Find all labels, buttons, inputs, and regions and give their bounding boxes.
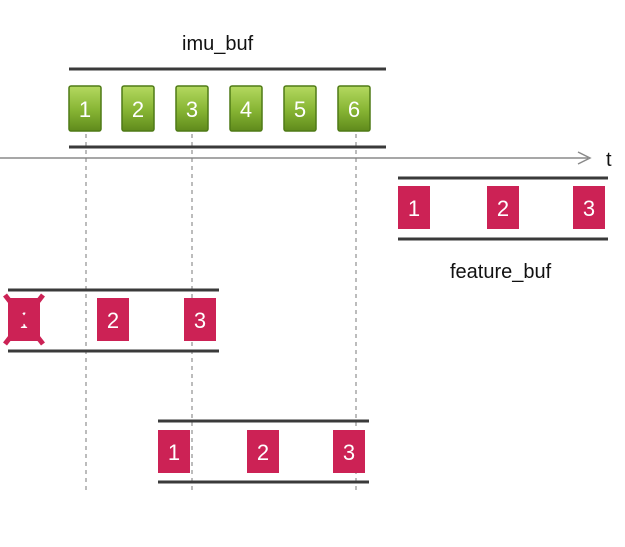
imu-box-3: 3: [175, 85, 209, 132]
feature-buffer-label: feature_buf: [450, 261, 552, 283]
imu-box-label: 3: [186, 97, 198, 122]
window-a-box-2: 2: [97, 298, 129, 341]
imu-buffer-label: imu_buf: [182, 33, 254, 55]
window-b: 1 2 3: [158, 419, 369, 484]
feature-box-3: 3: [573, 186, 605, 229]
window-b-box-label: 2: [257, 440, 269, 465]
imu-box-label: 1: [79, 97, 91, 122]
window-a-box-1: 1: [3, 293, 45, 346]
imu-box-label: 5: [294, 97, 306, 122]
time-axis-label: t: [606, 149, 612, 171]
imu-box-label: 6: [348, 97, 360, 122]
window-a-box-3: 3: [184, 298, 216, 341]
imu-box-1: 1: [68, 85, 102, 132]
imu-box-6: 6: [337, 85, 371, 132]
window-b-box-2: 2: [247, 430, 279, 473]
imu-box-4: 4: [229, 85, 263, 132]
time-axis: t: [0, 149, 612, 171]
feature-box-label: 3: [583, 196, 595, 221]
window-a-box-label: 3: [194, 308, 206, 333]
imu-box-5: 5: [283, 85, 317, 132]
feature-box-2: 2: [487, 186, 519, 229]
feature-box-label: 1: [408, 196, 420, 221]
window-a: 1 2 3: [3, 288, 219, 353]
imu-buffer: imu_buf 1 2 3 4 5 6: [68, 33, 386, 149]
feature-buffer: 1 2 3 feature_buf: [398, 176, 608, 283]
window-b-box-3: 3: [333, 430, 365, 473]
cross-mark-stroke: [3, 293, 45, 346]
window-b-box-label: 3: [343, 440, 355, 465]
imu-box-label: 4: [240, 97, 252, 122]
window-b-box-label: 1: [168, 440, 180, 465]
feature-box-1: 1: [398, 186, 430, 229]
window-b-box-1: 1: [158, 430, 190, 473]
imu-box-label: 2: [132, 97, 144, 122]
window-a-box-label: 2: [107, 308, 119, 333]
imu-box-2: 2: [121, 85, 155, 132]
feature-box-label: 2: [497, 196, 509, 221]
